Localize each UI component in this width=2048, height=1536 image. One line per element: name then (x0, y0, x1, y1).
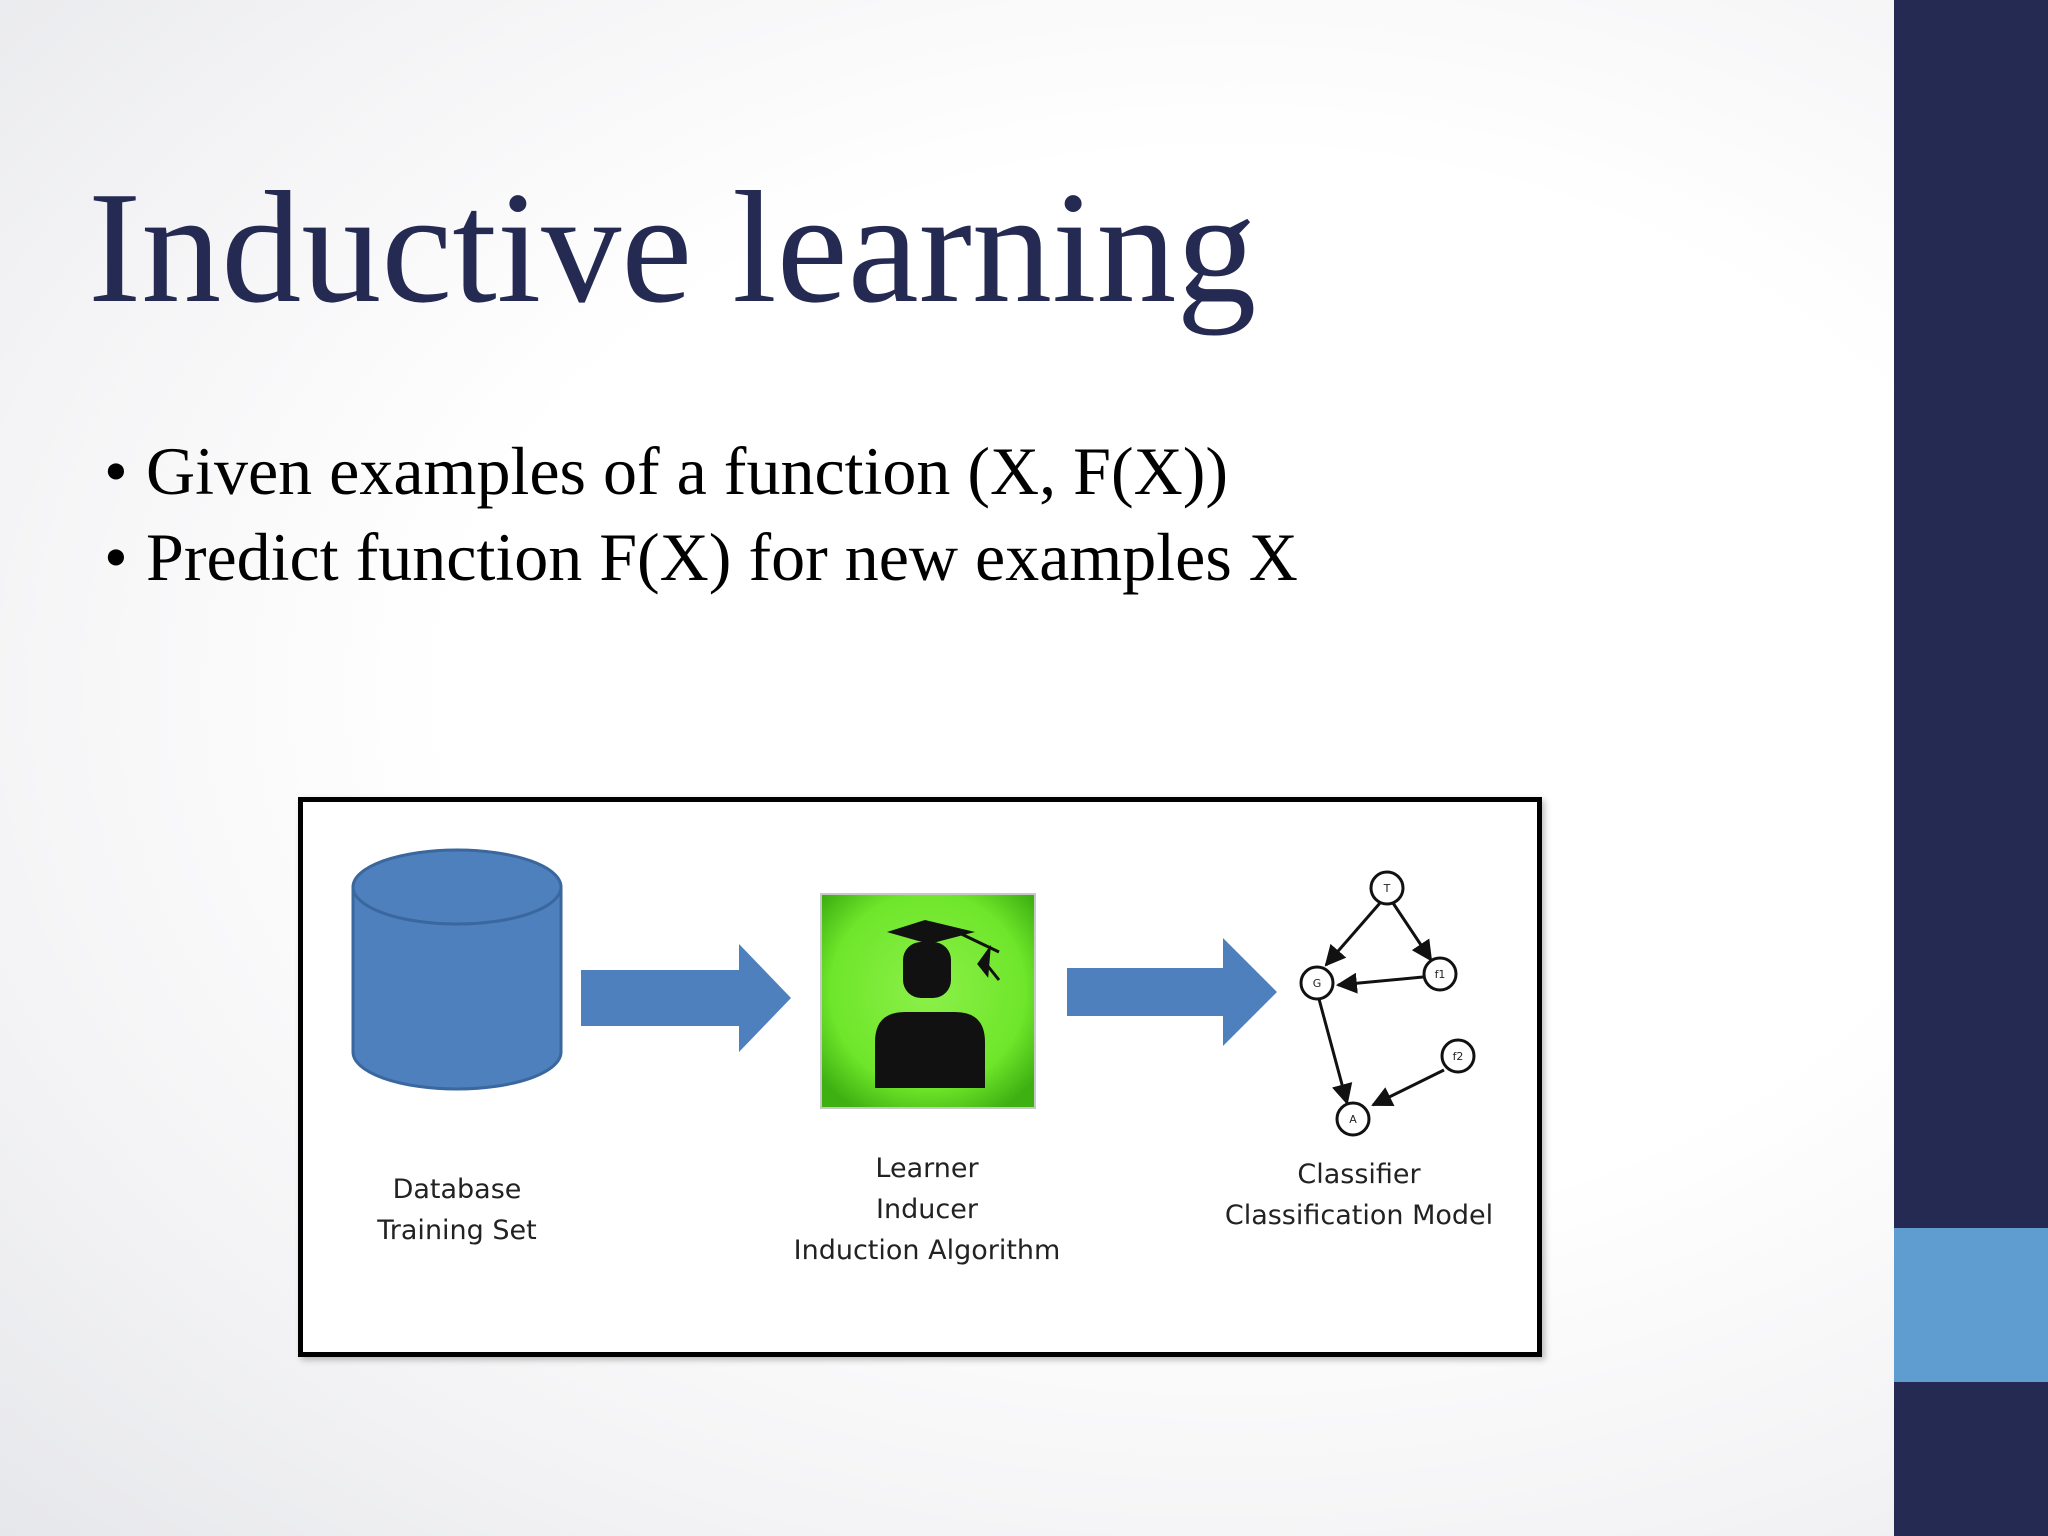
cylinder-body (351, 885, 563, 1091)
graph-node (1369, 870, 1405, 906)
bullet-glyph: • (104, 519, 128, 595)
flow-arrow-1 (581, 944, 791, 1052)
flow-arrow-2 (1067, 938, 1277, 1046)
graph-node-label: f1 (1435, 968, 1446, 981)
classifier-label: Classifier (1297, 1159, 1421, 1190)
slide-title: Inductive learning (88, 158, 1257, 336)
bullet-glyph: • (104, 433, 128, 509)
graph-node (1299, 965, 1335, 1001)
graph-node (1440, 1038, 1476, 1074)
graph-edge (1324, 902, 1382, 967)
graph-node-label: f2 (1453, 1050, 1464, 1063)
classifier-label: Classification Model (1225, 1200, 1493, 1231)
pointer-arrow (977, 944, 1001, 981)
learner-label: Learner (875, 1153, 979, 1184)
bullet-item: •Predict function F(X) for new examples … (104, 514, 1298, 600)
database-label: Database (393, 1174, 522, 1205)
learner-body (875, 1012, 985, 1088)
graph-node (1422, 956, 1458, 992)
graph-nodes: T G f1 f2 A (1299, 870, 1476, 1137)
graph-edge (1317, 998, 1353, 1106)
database-label: Training Set (376, 1215, 536, 1246)
cylinder-top (351, 848, 563, 926)
diagram-canvas: T G f1 f2 A Database Training Set Learne… (351, 848, 1493, 1266)
bullet-text: Given examples of a function (X, F(X)) (146, 433, 1229, 509)
graph-node (1335, 1101, 1371, 1137)
mortarboard (887, 920, 975, 944)
learner-label: Inducer (876, 1194, 979, 1225)
bullet-text: Predict function F(X) for new examples X (146, 519, 1298, 595)
graph-node-label: G (1313, 977, 1322, 990)
tassel (952, 928, 1000, 954)
right-accent-block (1894, 1228, 2048, 1382)
network-graph-icon (1317, 902, 1445, 1107)
graph-edge (1335, 972, 1424, 994)
graph-edge (1391, 902, 1433, 962)
bullet-item: •Given examples of a function (X, F(X)) (104, 428, 1298, 514)
graph-edge (1371, 1068, 1445, 1107)
learner-label: Induction Algorithm (794, 1235, 1061, 1266)
diagram-frame: T G f1 f2 A Database Training Set Learne… (298, 797, 1542, 1357)
graduate-learner-icon (820, 893, 1036, 1109)
graph-node-label: A (1349, 1113, 1357, 1126)
graph-node-label: T (1383, 882, 1391, 895)
bullet-list: •Given examples of a function (X, F(X)) … (104, 428, 1298, 600)
database-cylinder-icon (351, 848, 563, 1091)
learner-head (903, 942, 951, 998)
